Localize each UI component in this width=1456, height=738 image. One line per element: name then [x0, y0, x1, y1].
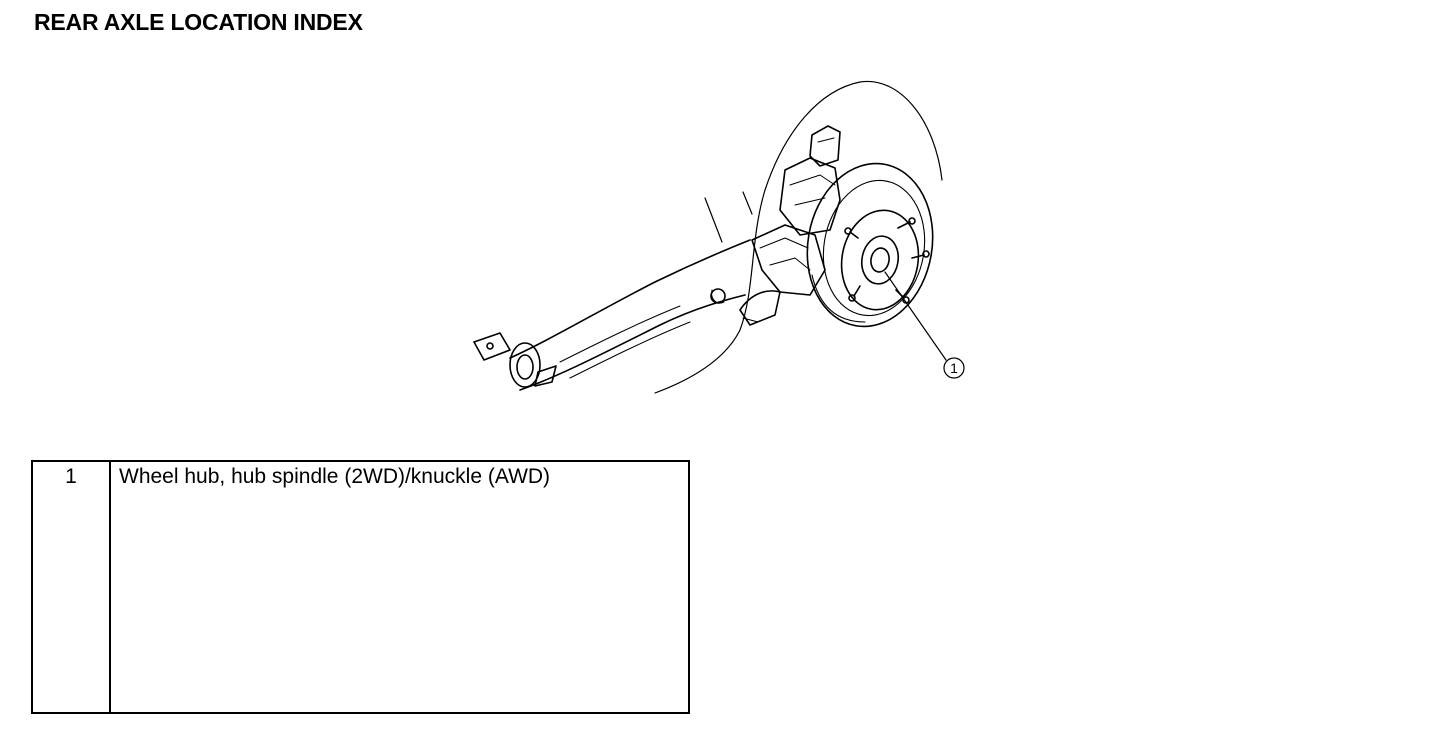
- callout-leader-line: [884, 271, 947, 361]
- brake-rotor: [806, 162, 934, 328]
- trailing-arm: [509, 239, 751, 391]
- callout-circle: [943, 357, 965, 379]
- callout-number: 1: [950, 360, 958, 376]
- legend-description: Wheel hub, hub spindle (2WD)/knuckle (AW…: [109, 460, 690, 714]
- wheel-stud: [853, 285, 861, 297]
- body-edge-line: [704, 197, 723, 243]
- wheel-stud: [897, 221, 911, 229]
- knuckle: [739, 224, 826, 326]
- rear-axle-illustration: 1: [473, 80, 965, 394]
- legend-number: 1: [31, 460, 111, 714]
- brake-caliper: [779, 125, 841, 236]
- wheel-well-outline: [654, 80, 943, 394]
- page-title: REAR AXLE LOCATION INDEX: [34, 9, 363, 35]
- wheel-hub: [840, 209, 930, 311]
- wheel-stud: [849, 231, 859, 239]
- table-row: 1 Wheel hub, hub spindle (2WD)/knuckle (…: [31, 460, 690, 714]
- body-edge-line-2: [742, 191, 753, 215]
- legend-table: 1 Wheel hub, hub spindle (2WD)/knuckle (…: [31, 460, 690, 714]
- trailing-arm-bushing: [473, 332, 557, 388]
- wheel-stud: [911, 254, 925, 259]
